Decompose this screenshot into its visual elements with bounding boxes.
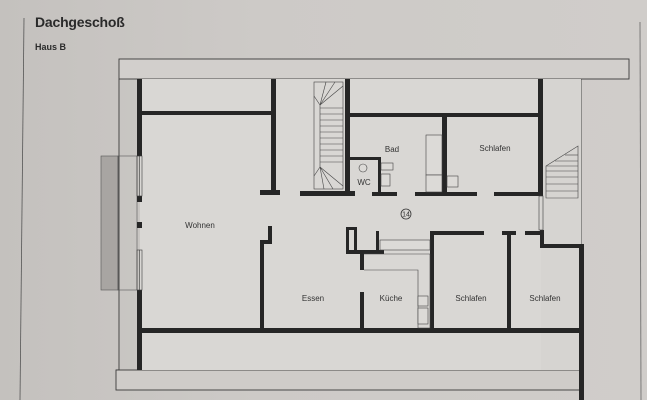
room-label-wc: WC — [357, 178, 371, 187]
room-label-essen: Essen — [302, 294, 324, 303]
floor-area — [140, 79, 541, 370]
room-label-schlafen-2: Schlafen — [455, 294, 486, 303]
kitchen-counter-outline — [364, 253, 431, 329]
washbasin-wc-icon — [380, 173, 391, 187]
washbasin-icon — [380, 162, 394, 171]
cabinet-icon — [446, 175, 459, 188]
bathtub-icon — [425, 134, 443, 176]
room-label-schlafen-3: Schlafen — [529, 294, 560, 303]
page-subtitle: Haus B — [35, 42, 67, 52]
room-label-kueche: Küche — [380, 294, 403, 303]
counter-icon — [379, 239, 431, 251]
stove-icon — [417, 295, 429, 307]
staircase-main — [313, 81, 344, 190]
floor-area-right — [541, 79, 581, 370]
balcony — [100, 155, 119, 291]
unit-marker-number: 14 — [402, 212, 410, 219]
roof-outline-bottom — [115, 369, 582, 391]
staircase-attic — [545, 145, 579, 199]
room-label-wohnen: Wohnen — [185, 221, 215, 230]
toilet-icon — [358, 163, 368, 173]
balcony-outline — [117, 155, 138, 291]
bathroom-fixtures — [358, 134, 459, 193]
frame-line-left — [19, 17, 25, 400]
windows-left — [136, 155, 143, 291]
unit-marker-circle — [400, 208, 412, 220]
window-right — [538, 195, 544, 231]
sink-icon — [417, 307, 429, 325]
kitchen-fixtures — [364, 239, 431, 329]
room-label-schlafen-1: Schlafen — [479, 144, 510, 153]
shower-icon — [425, 174, 443, 193]
roof-outline-top — [118, 58, 630, 80]
frame-line-right — [639, 21, 642, 400]
room-label-bad: Bad — [385, 145, 399, 154]
page-title: Dachgeschoß — [35, 14, 125, 30]
walls — [137, 79, 584, 400]
